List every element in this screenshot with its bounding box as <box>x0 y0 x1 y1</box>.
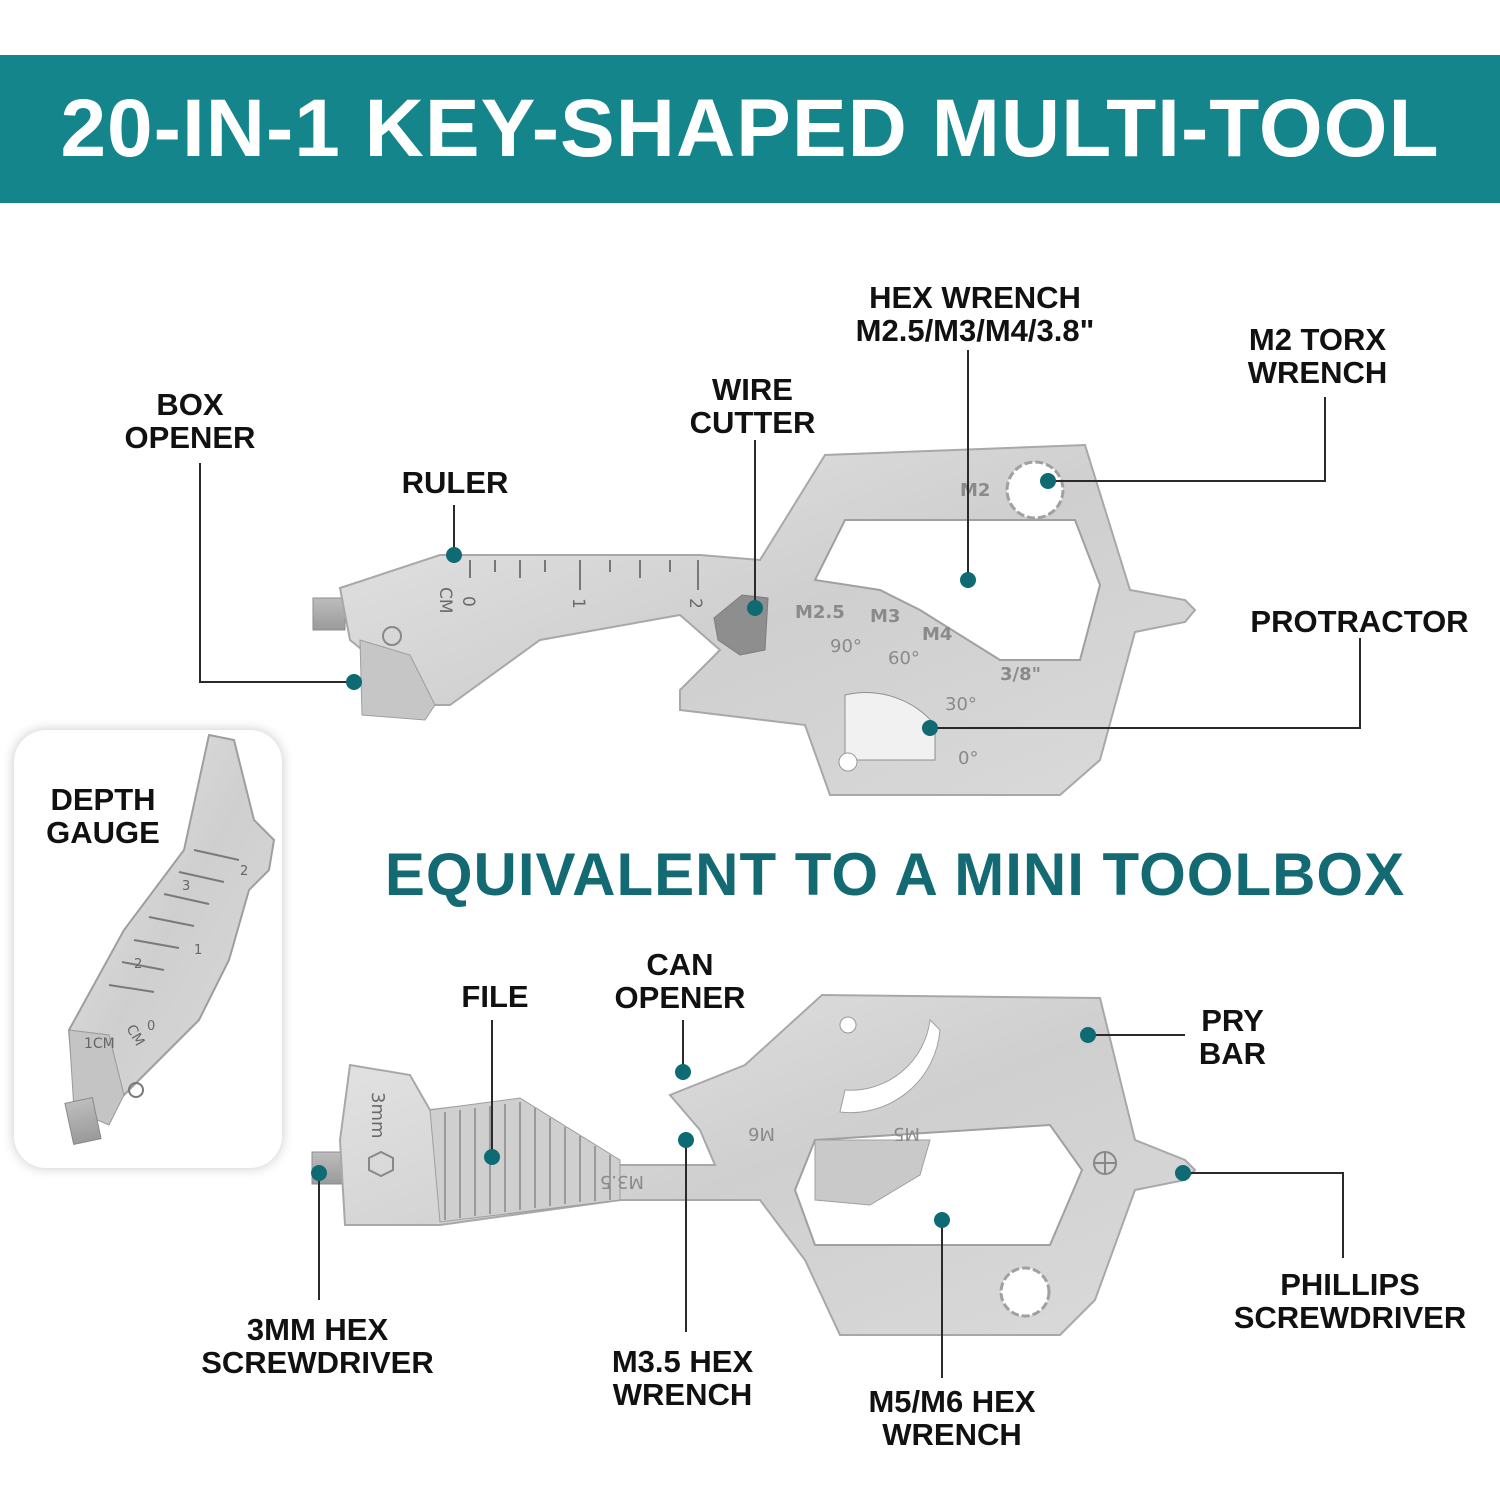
leader-phillips <box>1183 1172 1344 1258</box>
depth-gauge-illustration: CM 1CM 0 2 3 1 2 <box>64 733 276 1146</box>
file-teeth <box>444 1102 611 1220</box>
m6-jaw <box>814 1139 931 1206</box>
label-ruler: RULER <box>401 465 509 500</box>
top-hex-bit <box>312 597 346 631</box>
label-file: FILE <box>461 979 529 1014</box>
gauge-2b: 2 <box>240 864 248 879</box>
phillips-mark <box>1093 1151 1117 1175</box>
bottom-hole <box>839 1016 857 1034</box>
bottom-tool: 3mm M3.5 M6 M5 <box>311 993 1197 1336</box>
file-surface <box>429 1097 621 1223</box>
m25-engraving: M2.5 <box>795 602 845 623</box>
page-title: 20-IN-1 KEY-SHAPED MULTI-TOOL <box>60 83 1440 174</box>
gauge-3: 3 <box>182 879 190 894</box>
gauge-1: 1 <box>194 943 202 958</box>
top-tool: CM 0 1 2 M2 M2.5 M3 M4 3/8" 90° 60° 30° … <box>312 443 1197 796</box>
subtitle: EQUIVALENT TO A MINI TOOLBOX <box>384 841 1406 908</box>
bottom-torx-hole <box>999 1266 1051 1318</box>
top-ruler-ticks <box>469 560 699 590</box>
in38-engraving: 3/8" <box>1000 664 1041 685</box>
top-screw-mark <box>382 626 402 646</box>
hex-wrench-opening <box>813 519 1102 661</box>
angle-30: 30° <box>945 694 977 715</box>
top-ruler-2: 2 <box>685 598 705 609</box>
m4-engraving: M4 <box>922 624 952 645</box>
label-protractor: PROTRACTOR <box>1250 604 1469 639</box>
m5-engraving: M5 <box>893 1123 920 1144</box>
top-ruler-1: 1 <box>568 598 588 609</box>
top-cm-label: CM <box>435 587 455 614</box>
hex-mark <box>368 1150 394 1178</box>
depth-gauge-inset: CM 1CM 0 2 3 1 2 <box>14 730 282 1168</box>
angle-60: 60° <box>888 648 920 669</box>
box-opener-hook <box>359 639 436 721</box>
mm3-engraving: 3mm <box>367 1092 388 1139</box>
gauge-1cm: 1CM <box>84 1036 115 1052</box>
m6-engraving: M6 <box>748 1123 775 1144</box>
angle-90: 90° <box>830 636 862 657</box>
torx-hole <box>1005 460 1065 520</box>
leader-lines <box>101 350 1361 1378</box>
header-banner: 20-IN-1 KEY-SHAPED MULTI-TOOL <box>0 55 1500 203</box>
top-ruler-0: 0 <box>458 596 478 607</box>
m35-engraving: M3.5 <box>600 1171 644 1192</box>
leader-box-opener <box>199 463 354 683</box>
leader-torx <box>1048 397 1326 482</box>
m2-engraving: M2 <box>960 480 990 501</box>
m3-engraving: M3 <box>870 606 900 627</box>
can-opener-slot <box>839 1018 941 1114</box>
angle-0: 0° <box>958 748 978 769</box>
gauge-0: 0 <box>147 1019 155 1034</box>
protractor-hole <box>838 752 858 772</box>
leader-protractor <box>930 638 1361 729</box>
gauge-2: 2 <box>134 957 142 972</box>
